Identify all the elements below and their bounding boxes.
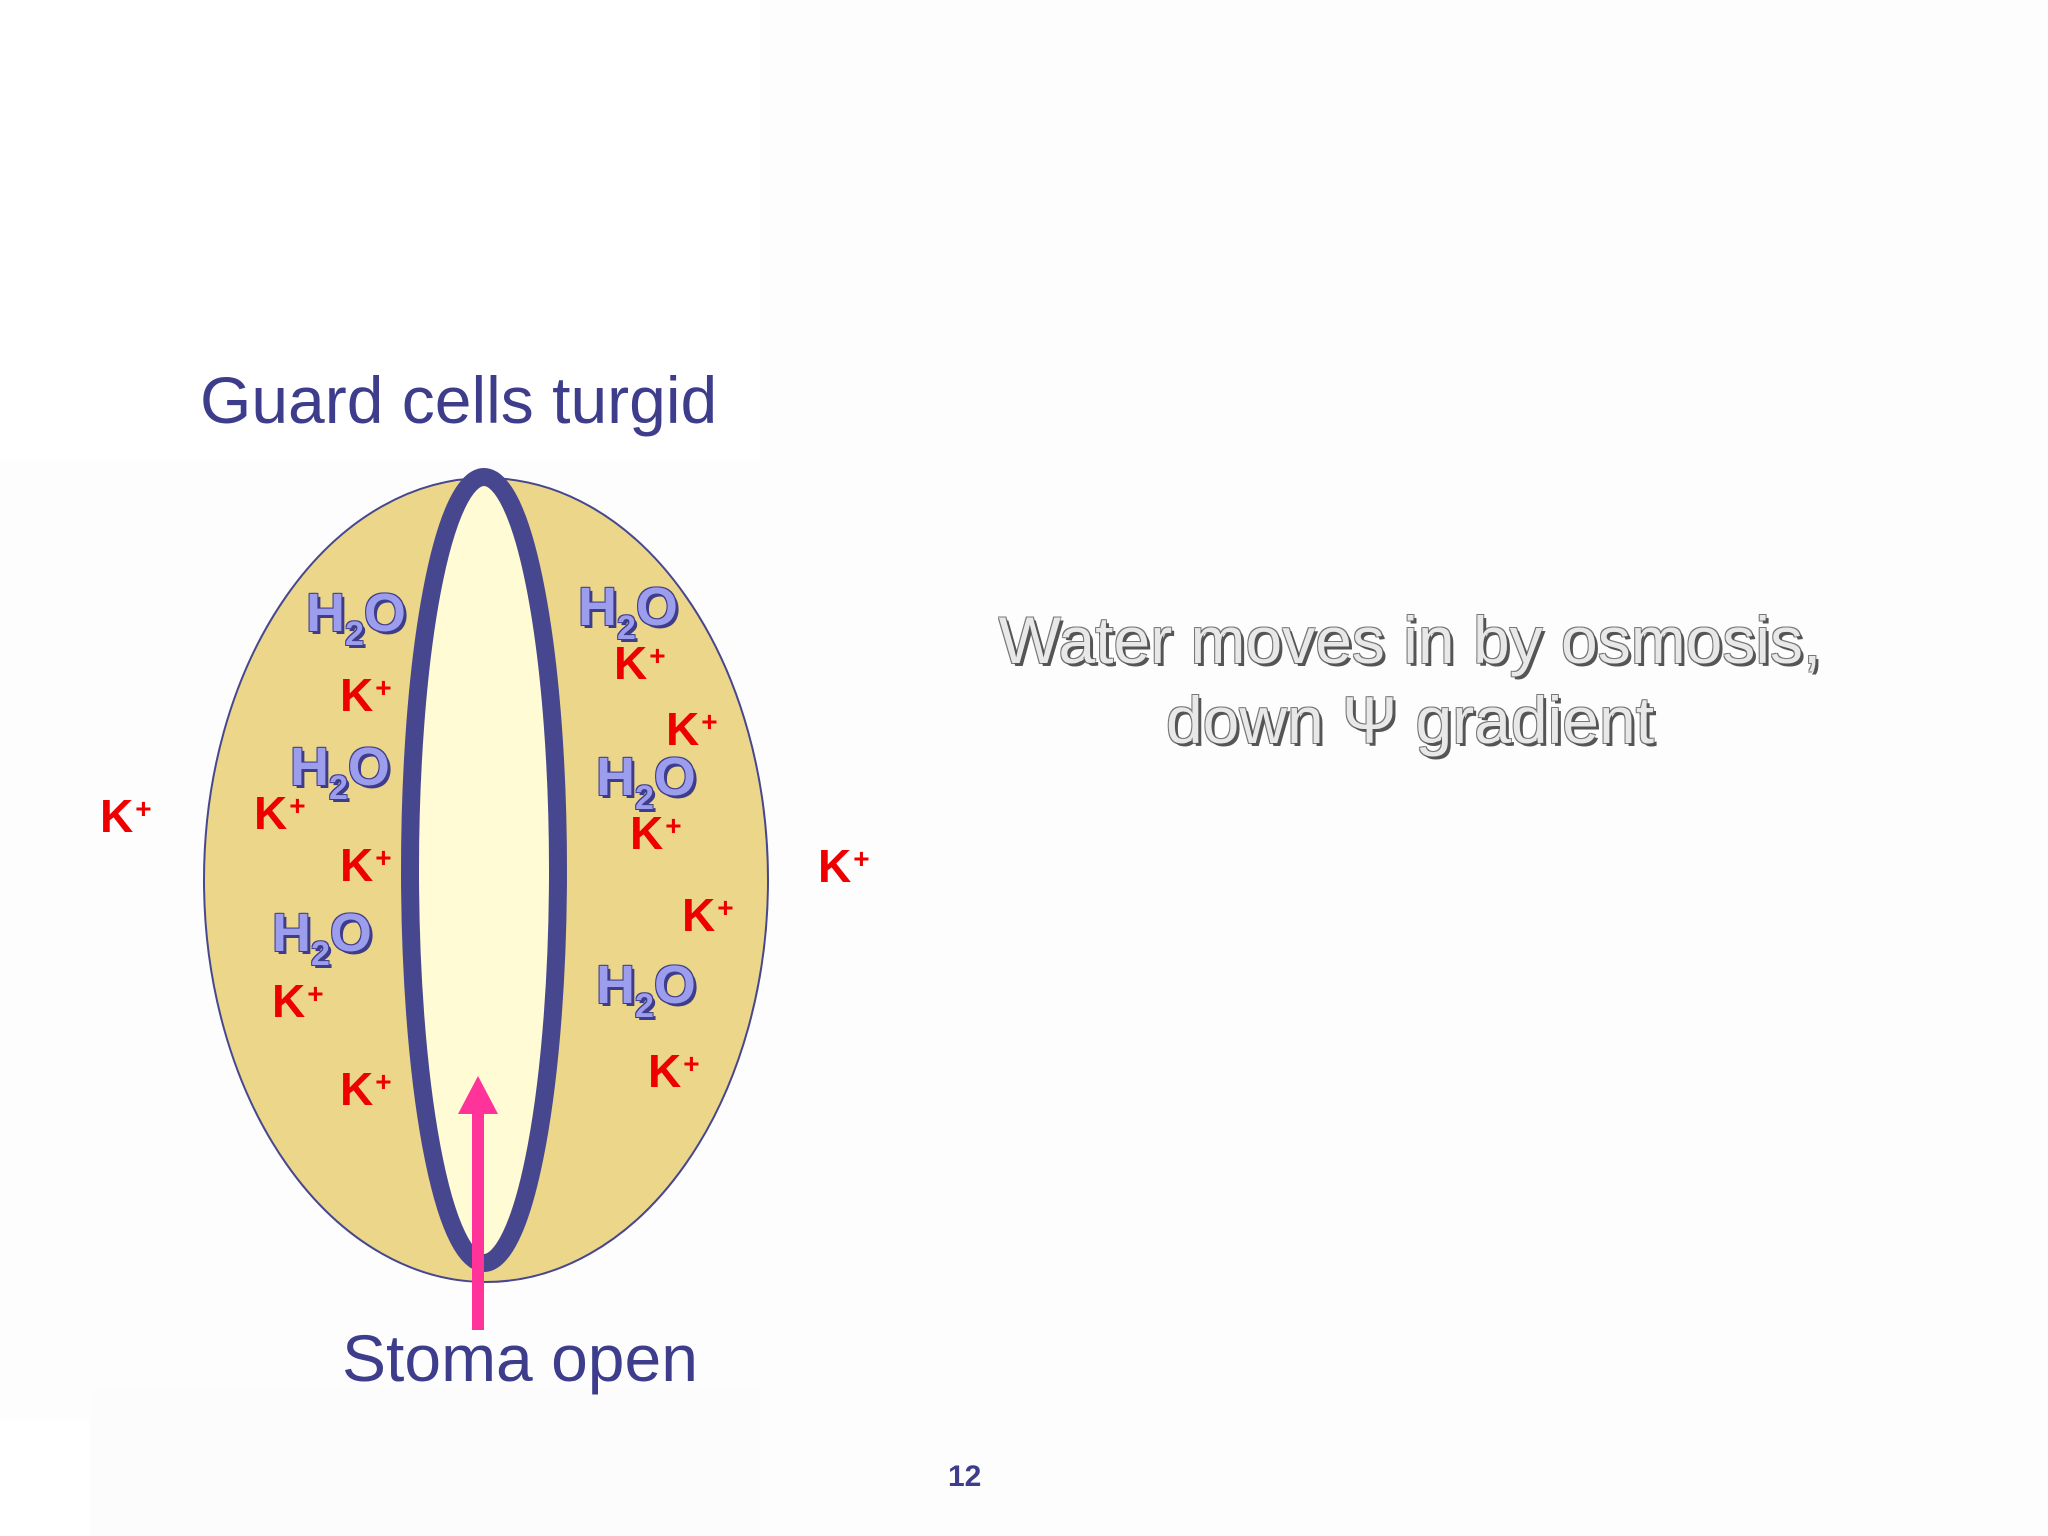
potassium-ion-label: K+ bbox=[340, 1063, 392, 1115]
page-number: 12 bbox=[948, 1460, 982, 1493]
statement-line-2: down Ψ gradient bbox=[1165, 683, 1655, 757]
potassium-ion-label: K+ bbox=[254, 787, 306, 839]
potassium-ion-label: K+ bbox=[100, 790, 152, 842]
water-molecule-label: H2O bbox=[596, 747, 696, 817]
potassium-ion-label: K+ bbox=[340, 669, 392, 721]
potassium-ion-label: K+ bbox=[340, 839, 392, 891]
potassium-ion-label: K+ bbox=[630, 807, 682, 859]
osmosis-statement: Water moves in by osmosis, down Ψ gradie… bbox=[880, 600, 1940, 760]
stoma-caption: Stoma open bbox=[342, 1321, 698, 1395]
water-molecule-label: H2O bbox=[596, 955, 696, 1025]
opening-arrow-head bbox=[458, 1076, 498, 1114]
potassium-ion-label: K+ bbox=[818, 840, 870, 892]
potassium-ion-label: K+ bbox=[682, 889, 734, 941]
water-molecule-label: H2O bbox=[306, 583, 406, 653]
potassium-ion-label: K+ bbox=[272, 975, 324, 1027]
water-molecule-label: H2O bbox=[578, 577, 678, 647]
right-panel-background bbox=[760, 0, 2048, 1536]
diagram-title: Guard cells turgid bbox=[200, 363, 718, 437]
water-molecule-label: H2O bbox=[290, 737, 390, 807]
statement-line-1: Water moves in by osmosis, bbox=[998, 603, 1822, 677]
potassium-ion-label: K+ bbox=[666, 703, 718, 755]
water-molecule-label: H2O bbox=[272, 903, 372, 973]
potassium-ion-label: K+ bbox=[614, 637, 666, 689]
potassium-ion-label: K+ bbox=[648, 1045, 700, 1097]
